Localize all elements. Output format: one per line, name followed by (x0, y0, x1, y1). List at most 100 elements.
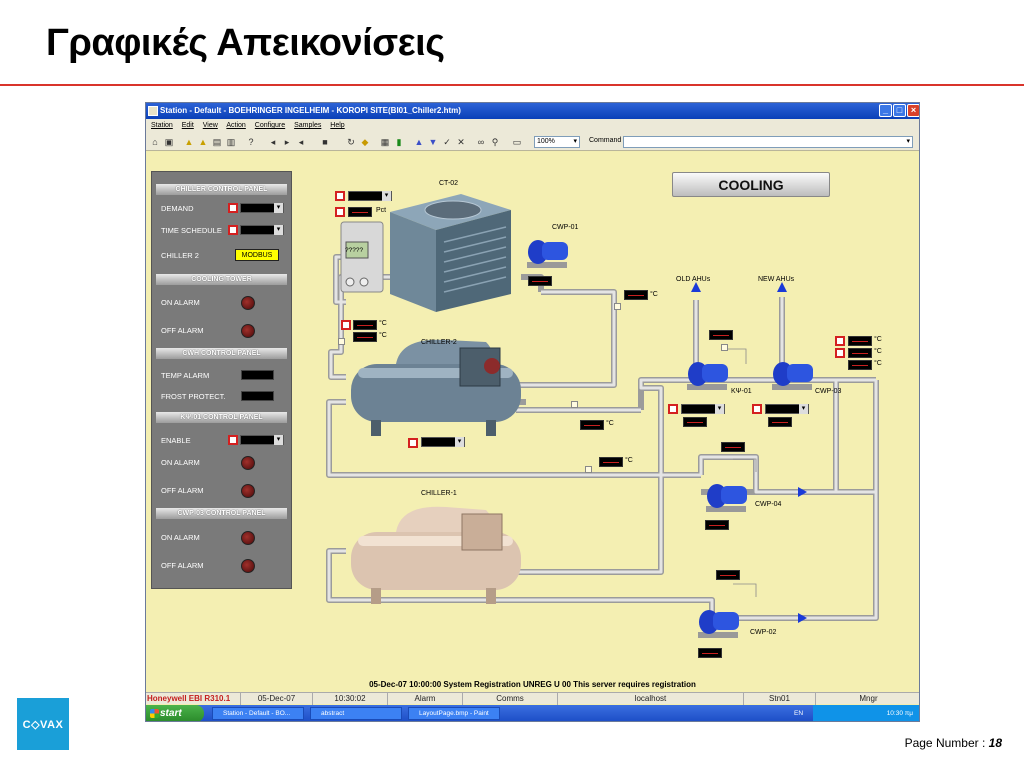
right-temp1-unit: °C (874, 336, 882, 343)
menu-help[interactable]: Help (330, 122, 345, 129)
temp-alarm-label: TEMP ALARM (161, 371, 210, 380)
status-host: localhost (558, 693, 744, 705)
comms-indicator[interactable]: Comms (463, 693, 558, 705)
menu-configure[interactable]: Configure (254, 122, 286, 129)
stop-icon[interactable]: ■ (322, 137, 328, 147)
search-icon[interactable]: ⚲ (491, 137, 499, 147)
diamond-icon[interactable]: ◆ (361, 137, 369, 147)
covax-logo: C◇VAX (17, 698, 69, 750)
zoom-select[interactable]: 100% ▾ (534, 136, 580, 148)
demand-checkbox[interactable] (228, 203, 238, 213)
new-ahus-flow-arrow (777, 282, 787, 292)
controller-display: ????? (345, 247, 364, 254)
enable-dropdown[interactable] (240, 435, 284, 445)
taskbar-item-station[interactable]: Station - Default - BO... (212, 707, 304, 720)
cwp03-dropdown[interactable] (765, 404, 809, 414)
right-temp2-value (848, 348, 872, 358)
chiller2-temp1-unit: °C (379, 320, 387, 327)
clock[interactable]: 10:30 πμ (886, 710, 913, 717)
chiller2-temp-checkbox[interactable] (341, 320, 351, 330)
vendor-label: Honeywell EBI R310.1 (146, 693, 241, 705)
start-button[interactable]: start (146, 705, 204, 721)
ahu-sensor-tag (721, 344, 728, 351)
kp01-checkbox[interactable] (668, 404, 678, 414)
pipe-diagram (326, 194, 879, 638)
cwp03-checkbox[interactable] (752, 404, 762, 414)
slide-title: Γραφικές Απεικονίσεις (46, 22, 445, 64)
minimize-icon[interactable]: _ (879, 104, 892, 117)
supply-temp-value (624, 290, 648, 300)
cwp02-label: CWP-02 (750, 629, 777, 636)
right-temp1-checkbox[interactable] (835, 336, 845, 346)
chiller2-out-temp-value (580, 420, 604, 430)
arrow-up-icon[interactable]: ▲ (414, 137, 424, 147)
window-icon[interactable]: ▭ (512, 137, 522, 147)
summary-icon[interactable]: ▤ (212, 137, 222, 147)
chiller2-enable-dropdown[interactable] (421, 437, 465, 447)
trend-icon[interactable]: ▦ (380, 137, 390, 147)
check-icon[interactable]: ✓ (443, 137, 451, 147)
enable-checkbox[interactable] (228, 435, 238, 445)
right-temp3-value (848, 360, 872, 370)
pump-kp01 (687, 362, 728, 390)
time-schedule-checkbox[interactable] (228, 225, 238, 235)
menu-view[interactable]: View (202, 122, 218, 129)
supply-temp-unit: °C (650, 291, 658, 298)
pct-unit-label: Pct (376, 207, 387, 214)
frost-protect-label: FROST PROTECT. (161, 392, 226, 401)
modbus-indicator[interactable]: MODBUS (235, 249, 279, 261)
menu-action[interactable]: Action (226, 122, 246, 129)
status-station: Stn01 (744, 693, 816, 705)
cwp04-temp-value (721, 442, 745, 452)
menu-edit[interactable]: Edit (181, 122, 194, 129)
command-input[interactable]: ▾ (623, 136, 913, 148)
time-schedule-label: TIME SCHEDULE (161, 226, 222, 235)
cwp03-off-alarm-led (241, 559, 255, 573)
kp01-dropdown[interactable] (681, 404, 725, 414)
bars-icon[interactable]: ▮ (396, 137, 402, 147)
glasses-icon[interactable]: ∞ (477, 137, 485, 147)
ct02-checkbox[interactable] (335, 191, 345, 201)
ct02-pct-checkbox[interactable] (335, 207, 345, 217)
demand-dropdown[interactable] (240, 203, 284, 213)
taskbar-item-abstract[interactable]: abstract (310, 707, 402, 720)
temp-sensor-tag (614, 303, 621, 310)
home-icon[interactable]: ⌂ (152, 137, 158, 147)
cancel-icon[interactable]: ✕ (457, 137, 465, 147)
history-icon[interactable]: ◂ (298, 137, 304, 147)
kp01-off-alarm-label: OFF ALARM (161, 486, 204, 495)
close-icon[interactable]: × (907, 104, 919, 117)
page-forward-icon[interactable]: ▸ (284, 137, 290, 147)
alarm-bell-icon[interactable]: ▲ (184, 137, 194, 147)
temp-alarm-value (241, 370, 274, 380)
maximize-icon[interactable]: □ (893, 104, 906, 117)
language-indicator[interactable]: EN (794, 710, 804, 717)
window-titlebar[interactable]: Station - Default - BOEHRINGER INGELHEIM… (146, 103, 919, 119)
ct-on-alarm-led (241, 296, 255, 310)
return-temp-value (599, 457, 623, 467)
ct02-dropdown[interactable] (348, 191, 392, 201)
menu-samples[interactable]: Samples (294, 122, 322, 129)
page-icon[interactable]: ▣ (164, 137, 174, 147)
right-temp2-checkbox[interactable] (835, 348, 845, 358)
cwp04-value (705, 520, 729, 530)
report-icon[interactable]: ▥ (226, 137, 236, 147)
station-window: Station - Default - BOEHRINGER INGELHEIM… (145, 102, 920, 722)
arrow-down-icon[interactable]: ▼ (428, 137, 438, 147)
time-schedule-dropdown[interactable] (240, 225, 284, 235)
return-sensor-tag (585, 466, 592, 473)
alarm-indicator[interactable]: Alarm (388, 693, 463, 705)
taskbar-item-paint[interactable]: LayoutPage.bmp - Paint (408, 707, 500, 720)
chiller-2-unit (351, 339, 521, 436)
process-canvas: CHILLER CONTROL PANEL DEMAND TIME SCHEDU… (146, 152, 919, 700)
help-page-icon[interactable]: ? (248, 137, 254, 147)
menu-station[interactable]: Station (151, 122, 173, 129)
cooling-mode-button[interactable]: COOLING (672, 172, 830, 197)
page-back-icon[interactable]: ◂ (270, 137, 276, 147)
chiller2-label: CHILLER 2 (161, 251, 199, 260)
registration-message: 05-Dec-07 10:00:00 System Registration U… (369, 680, 696, 689)
refresh-icon[interactable]: ↻ (347, 137, 355, 147)
system-tray: 10:30 πμ (813, 705, 919, 721)
chiller2-enable-checkbox[interactable] (408, 438, 418, 448)
alarm-ack-icon[interactable]: ▲ (198, 137, 208, 147)
